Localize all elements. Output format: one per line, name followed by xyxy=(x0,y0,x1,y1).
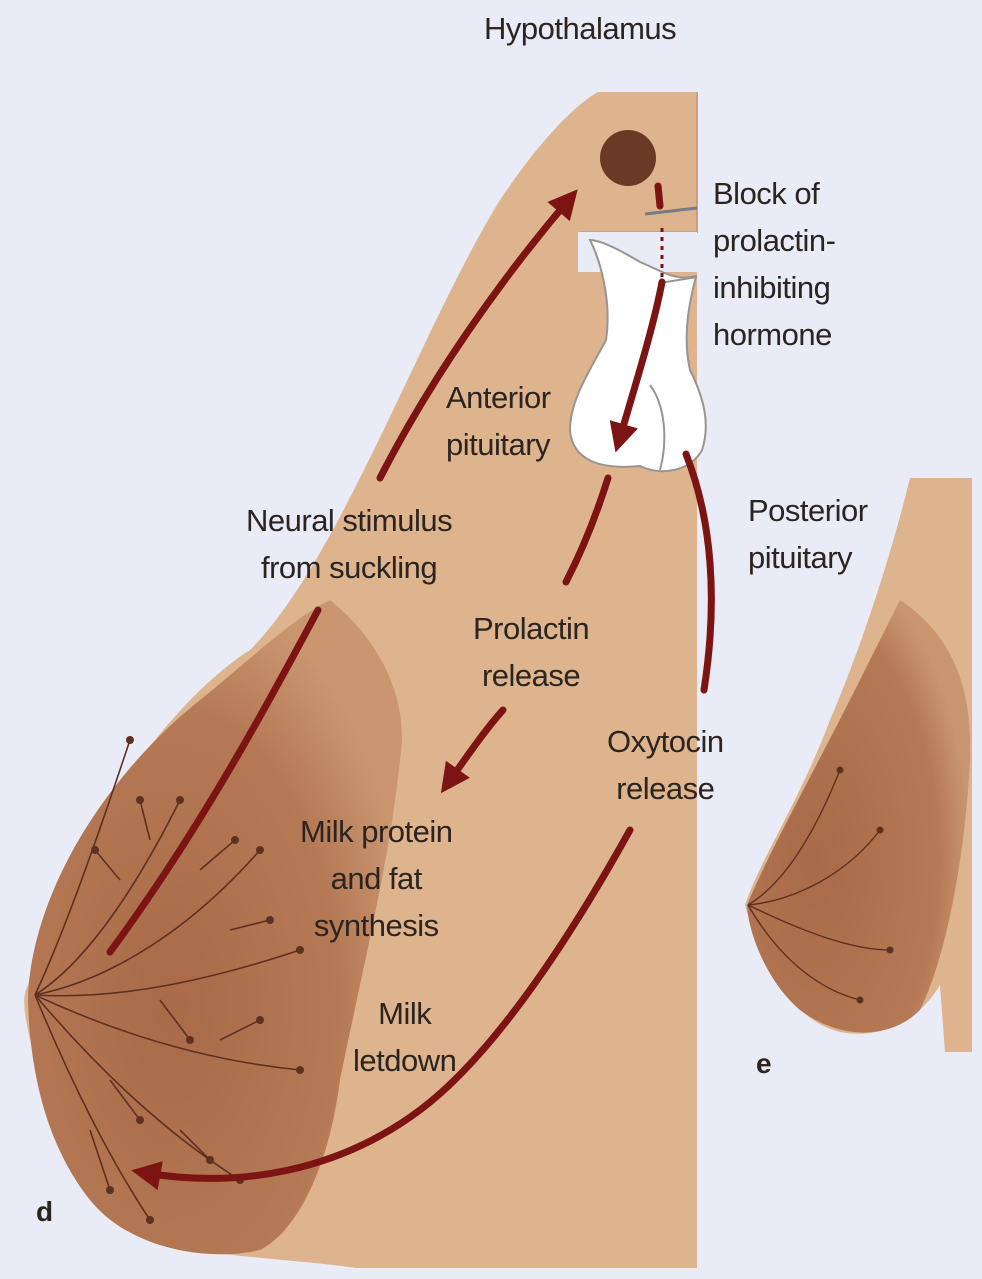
label-neural-stimulus: Neural stimulus from suckling xyxy=(246,497,452,591)
label-posterior-pituitary: Posterior pituitary xyxy=(748,487,868,581)
label-milk-synthesis: Milk protein and fat synthesis xyxy=(300,808,453,949)
panel-label-e: e xyxy=(756,1040,771,1087)
label-oxytocin-release: Oxytocin release xyxy=(607,718,724,812)
label-milk-letdown: Milk letdown xyxy=(353,990,456,1084)
panel-label-d: d xyxy=(36,1188,53,1235)
label-block-prolactin: Block of prolactin- inhibiting hormone xyxy=(713,170,836,358)
label-anterior-pituitary: Anterior pituitary xyxy=(446,374,551,468)
label-hypothalamus: Hypothalamus xyxy=(484,5,676,52)
hypothalamus-nucleus-icon xyxy=(600,130,656,186)
arrow-hypothalamus-down-top xyxy=(658,186,660,206)
label-prolactin-release: Prolactin release xyxy=(473,605,589,699)
